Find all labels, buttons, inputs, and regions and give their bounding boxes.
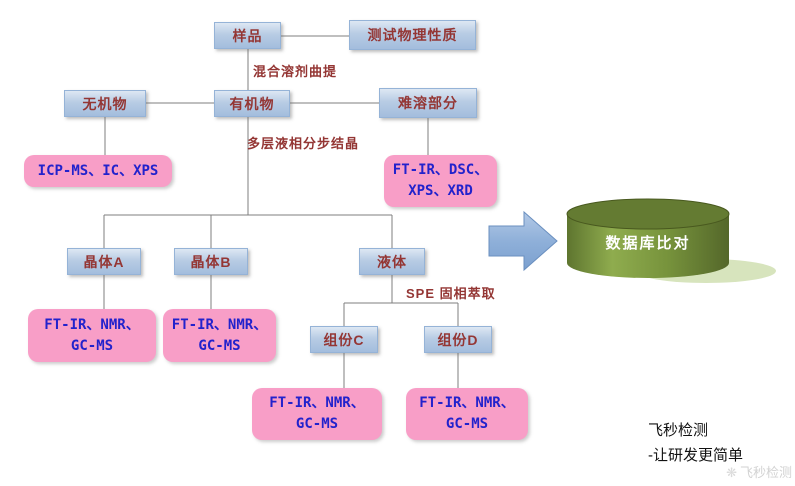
method-text: XPS、XRD [408,183,473,199]
edge-label-extraction: 混合溶剂曲提 [253,64,338,79]
method-text: GC-MS [198,337,241,354]
node-physical-test: 测试物理性质 [349,20,476,50]
method-text: GC-MS [295,416,339,432]
method-box-crystal-a: FT-IR、NMR、 GC-MS [28,309,156,362]
node-crystal-a: 晶体A [67,248,141,275]
method-box-component-c: FT-IR、NMR、 GC-MS [252,388,382,440]
node-component-d: 组份D [424,326,492,353]
watermark-text: 飞秒检测 [739,465,792,480]
node-liquid: 液体 [359,248,425,275]
method-text: FT-IR、DSC、 [392,162,489,178]
method-box-inorganic: ICP-MS、IC、XPS [24,155,172,187]
method-text: ICP-MS、IC、XPS [37,162,159,179]
method-box-component-d: FT-IR、NMR、 GC-MS [406,388,528,440]
database-label: 数据库比对 [605,235,691,252]
method-text: FT-IR、NMR、 [419,395,515,411]
node-inorganic: 无机物 [64,90,146,117]
flow-connectors [103,35,459,388]
node-crystal-b: 晶体B [174,248,248,275]
node-component-c: 组份C [310,326,378,353]
method-text: GC-MS [445,416,489,432]
footer-line1: 飞秒检测 [648,422,709,439]
watermark: ❋飞秒检测 [726,462,792,481]
method-text: GC-MS [70,337,114,354]
watermark-logo-icon: ❋ [726,465,737,480]
node-organic: 有机物 [214,90,290,117]
big-right-arrow [488,210,558,272]
database-cylinder [566,198,776,283]
footer-line2: -让研发更简单 [648,447,743,464]
method-text: FT-IR、NMR、 [44,316,140,333]
node-sample: 样品 [214,22,281,49]
method-box-insoluble: FT-IR、DSC、 XPS、XRD [384,155,497,207]
footer-caption: 飞秒检测 -让研发更简单 [648,418,743,468]
method-box-crystal-b: FT-IR、NMR、 GC-MS [163,309,276,362]
node-insoluble: 难溶部分 [379,88,477,118]
method-text: FT-IR、NMR、 [269,395,365,411]
edge-label-spe: SPE 固相萃取 [406,286,496,301]
edge-label-crystallization: 多层液相分步结晶 [247,136,360,151]
method-text: FT-IR、NMR、 [171,316,268,333]
